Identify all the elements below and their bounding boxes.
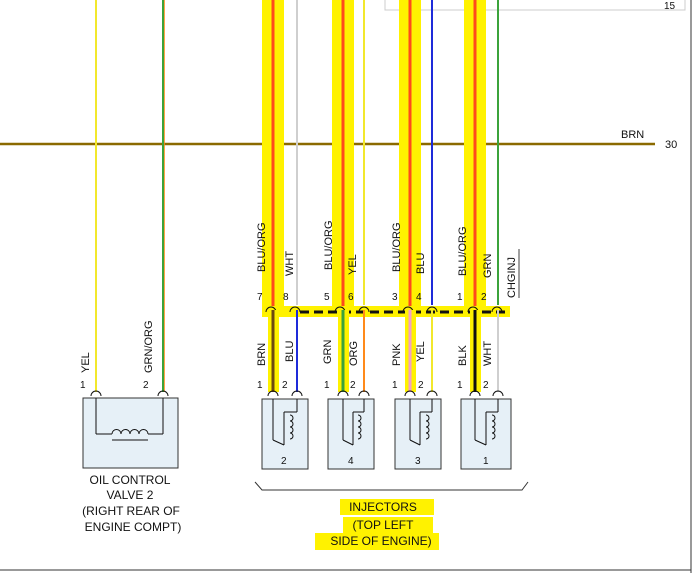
injector-terminal-arcs: [267, 390, 504, 397]
injectors-caption-line-2: (TOP LEFT: [353, 518, 415, 532]
injector-4-body: [327, 398, 375, 470]
inj1-pin1-label: BLK: [457, 345, 469, 366]
harness-label-2: GRN: [482, 254, 494, 279]
injectors-caption-line-1: INJECTORS: [349, 500, 417, 514]
highlighted-traces: [262, 0, 486, 310]
inj3-pin2-num: 2: [418, 380, 424, 391]
harness-pin-1: 1: [457, 292, 463, 303]
corner-ref: 15: [664, 1, 676, 12]
inj1-pin1-num: 1: [457, 380, 463, 391]
ocv-caption-line-4: ENGINE COMPT): [85, 520, 182, 534]
harness-pin-3: 3: [392, 292, 398, 303]
ocv-caption-line-2: VALVE 2: [107, 488, 154, 502]
oil-control-valve-body: [82, 397, 179, 469]
inj1-pin2-num: 2: [483, 380, 489, 391]
ocv-pin2-wire-label: GRN/ORG: [143, 320, 155, 373]
inj3-pin2-label: YEL: [415, 341, 427, 362]
inj2-pin1-num: 1: [257, 380, 263, 391]
injectors-bracket: [254, 481, 529, 491]
inj3-pin1-label: PNK: [391, 343, 403, 366]
brn-bus-ref: 30: [665, 139, 677, 151]
chginj-label: CHGINJ: [506, 257, 518, 298]
injector-2-id: 2: [281, 456, 287, 467]
harness-label-1: BLU/ORG: [457, 226, 469, 276]
inj4-pin2-label: ORG: [348, 341, 360, 366]
harness-pin-7: 7: [257, 292, 263, 303]
harness-pin-4: 4: [416, 292, 422, 303]
harness-label-8: WHT: [284, 251, 296, 276]
injector-2-body: [261, 398, 309, 470]
harness-label-4: BLU: [415, 253, 427, 274]
injector-1-body: [460, 398, 512, 470]
inj2-pin2-num: 2: [282, 380, 288, 391]
inj3-pin1-num: 1: [392, 380, 398, 391]
ocv-pin1-num: 1: [80, 380, 86, 391]
injector-4-id: 4: [348, 456, 354, 467]
ocv-terminal-arcs: [90, 390, 169, 397]
inj4-pin1-num: 1: [324, 380, 330, 391]
injectors-caption-line-3: SIDE OF ENGINE): [330, 534, 431, 548]
inj2-pin2-label: BLU: [284, 341, 296, 362]
ocv-caption-line-1: OIL CONTROL: [90, 473, 171, 487]
injector-3-id: 3: [415, 456, 421, 467]
harness-label-6: YEL: [347, 254, 359, 275]
harness-pin-5: 5: [324, 292, 330, 303]
injector-1-id: 1: [483, 456, 489, 467]
ocv-caption-line-3: (RIGHT REAR OF: [82, 504, 180, 518]
ocv-pin2-num: 2: [143, 380, 149, 391]
inj4-pin2-num: 2: [350, 380, 356, 391]
inj4-pin1-label: GRN: [322, 340, 334, 365]
inj1-pin2-label: WHT: [482, 341, 494, 366]
harness-label-3: BLU/ORG: [391, 222, 403, 272]
injector-3-body: [394, 398, 442, 470]
brn-bus-label: BRN: [621, 129, 644, 141]
inj2-pin1-label: BRN: [256, 343, 268, 366]
harness-pin-6: 6: [348, 292, 354, 303]
harness-pin-8: 8: [283, 292, 289, 303]
ocv-pin1-wire-label: YEL: [80, 352, 92, 373]
injectors-caption-highlight: [315, 499, 439, 550]
popup-edge: [384, 0, 686, 11]
harness-pin-2: 2: [481, 292, 487, 303]
harness-label-5: BLU/ORG: [323, 220, 335, 270]
harness-label-7: BLU/ORG: [256, 222, 268, 272]
